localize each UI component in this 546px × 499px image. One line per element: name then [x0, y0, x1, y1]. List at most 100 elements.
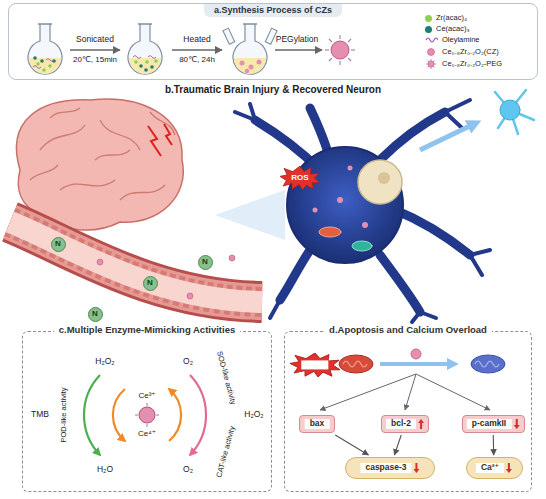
- flask-1: [33, 66, 41, 69]
- flask-1: [48, 64, 52, 68]
- treatment-arrow: [380, 349, 454, 364]
- condition-label: 20℃, 15min: [73, 56, 117, 65]
- node-content: N: [202, 257, 208, 266]
- molecule-label: H₂O₂: [244, 410, 263, 419]
- recovered-neuron: [495, 90, 534, 134]
- flask-1: [38, 23, 52, 25]
- protein-label: bax: [305, 419, 330, 429]
- legend-row: Oleylamine: [425, 35, 480, 45]
- flask-2: [150, 65, 154, 69]
- branch-line: [405, 374, 416, 410]
- legend-symbol: [428, 61, 434, 67]
- recovery-arrow: [420, 123, 476, 150]
- three-neck-flask: [234, 58, 266, 74]
- legend-row: Ce₀.₈Zr₀.₂O₂-PEG: [425, 59, 502, 69]
- legend-text: Oleylamine: [442, 35, 480, 45]
- ros-label: ROS: [291, 173, 308, 182]
- recovery-arrow: [420, 123, 476, 150]
- legend-row: Ce(acac)₃: [425, 24, 469, 34]
- flask-2: [148, 56, 156, 59]
- nanoparticle-circle: N: [51, 237, 66, 252]
- branch-line: [320, 374, 416, 410]
- flask-2: [139, 64, 143, 68]
- node-content: ROS: [301, 360, 328, 369]
- node-content: Ca²⁺: [476, 463, 512, 473]
- brain-illustration: [120, 185, 165, 200]
- peg-particle: [325, 35, 355, 65]
- protein-box: p-camkII: [462, 415, 525, 433]
- decrease-arrow: [513, 419, 519, 429]
- brain-illustration: [16, 99, 183, 230]
- brain-illustration: [148, 126, 161, 156]
- pathway-arrow: [493, 435, 495, 455]
- peg-particle: [325, 35, 355, 65]
- damaged-mitochondrion: [339, 355, 373, 373]
- panel-title: c.Multiple Enzyme-Mimicking Activities: [54, 325, 241, 336]
- particle-label: N: [55, 239, 61, 248]
- flask-1: [28, 24, 62, 74]
- ion-label: Ce⁴⁺: [138, 430, 156, 439]
- flask-1: [42, 68, 46, 72]
- legend-symbol: [425, 35, 438, 45]
- burst-shape: [280, 166, 320, 190]
- neuron-illustration: [420, 312, 436, 318]
- cz-particle: [135, 415, 138, 416]
- three-neck-flask: [223, 28, 235, 44]
- step-label: Heated: [183, 35, 210, 44]
- neuron-illustration: [280, 250, 310, 300]
- node-content: N: [92, 309, 98, 318]
- neuron-illustration: [470, 255, 482, 275]
- damaged-mitochondrion: [339, 355, 373, 373]
- healthy-mitochondrion: [471, 355, 505, 373]
- legend-swatch: [425, 15, 432, 22]
- flask-2: [128, 24, 162, 74]
- nanoparticle-dot: [229, 255, 235, 261]
- cz-particle: [135, 403, 159, 427]
- cz-particle: [156, 415, 159, 416]
- panel-title: b.Traumatic Brain Injury & Recovered Neu…: [165, 84, 381, 95]
- neuron-illustration: [235, 100, 490, 322]
- peg-particle: [348, 39, 351, 42]
- particle-label: N: [147, 278, 153, 287]
- node-content: N: [147, 278, 153, 287]
- decrease-arrow: [506, 463, 512, 473]
- activity-label: CAT-like activity: [215, 425, 237, 478]
- flask-1: [36, 62, 40, 66]
- node-content: N: [55, 239, 61, 248]
- activity-label: POD-like activity: [60, 387, 68, 442]
- decrease-arrow: [414, 463, 420, 473]
- legend-symbol: [426, 59, 436, 69]
- blood-vessel: [10, 222, 262, 302]
- increase-arrow: [418, 419, 424, 429]
- neuron-illustration: [250, 104, 255, 120]
- brain-illustration: [148, 124, 172, 156]
- brain-illustration: [50, 108, 80, 118]
- flask-2: [129, 58, 161, 74]
- flask-1: [40, 59, 44, 63]
- flask-1: [28, 24, 62, 74]
- step-label: PEGylation: [276, 35, 319, 44]
- legend-symbol: [425, 47, 438, 57]
- legend-symbol: [425, 59, 438, 69]
- substrate-label: TMB: [31, 410, 49, 419]
- process-arrow: [275, 49, 322, 50]
- three-neck-flask: [257, 60, 262, 65]
- neuron-illustration: [445, 100, 470, 112]
- band-label: caspase-3: [360, 463, 411, 473]
- neuron-illustration: [362, 222, 368, 228]
- damaged-mitochondrion: [343, 361, 367, 367]
- brain-illustration: [164, 124, 172, 145]
- flask-2: [128, 24, 162, 74]
- band-label: Ca²⁺: [476, 463, 504, 473]
- nanoparticle-circle: N: [143, 276, 158, 291]
- blood-vessel: [10, 222, 262, 302]
- decrease-arrow: [414, 463, 420, 473]
- three-neck-flask: [233, 24, 267, 74]
- blood-vessel: [10, 222, 262, 302]
- ros-burst: ROS: [290, 353, 340, 377]
- cz-particle: [139, 407, 155, 423]
- treatment-arrow: [411, 349, 421, 359]
- pod-arrow: [84, 375, 100, 455]
- node-content: bax: [305, 419, 330, 429]
- legend-text: Ce₀.₈Zr₀.₂O₂(CZ): [442, 47, 499, 57]
